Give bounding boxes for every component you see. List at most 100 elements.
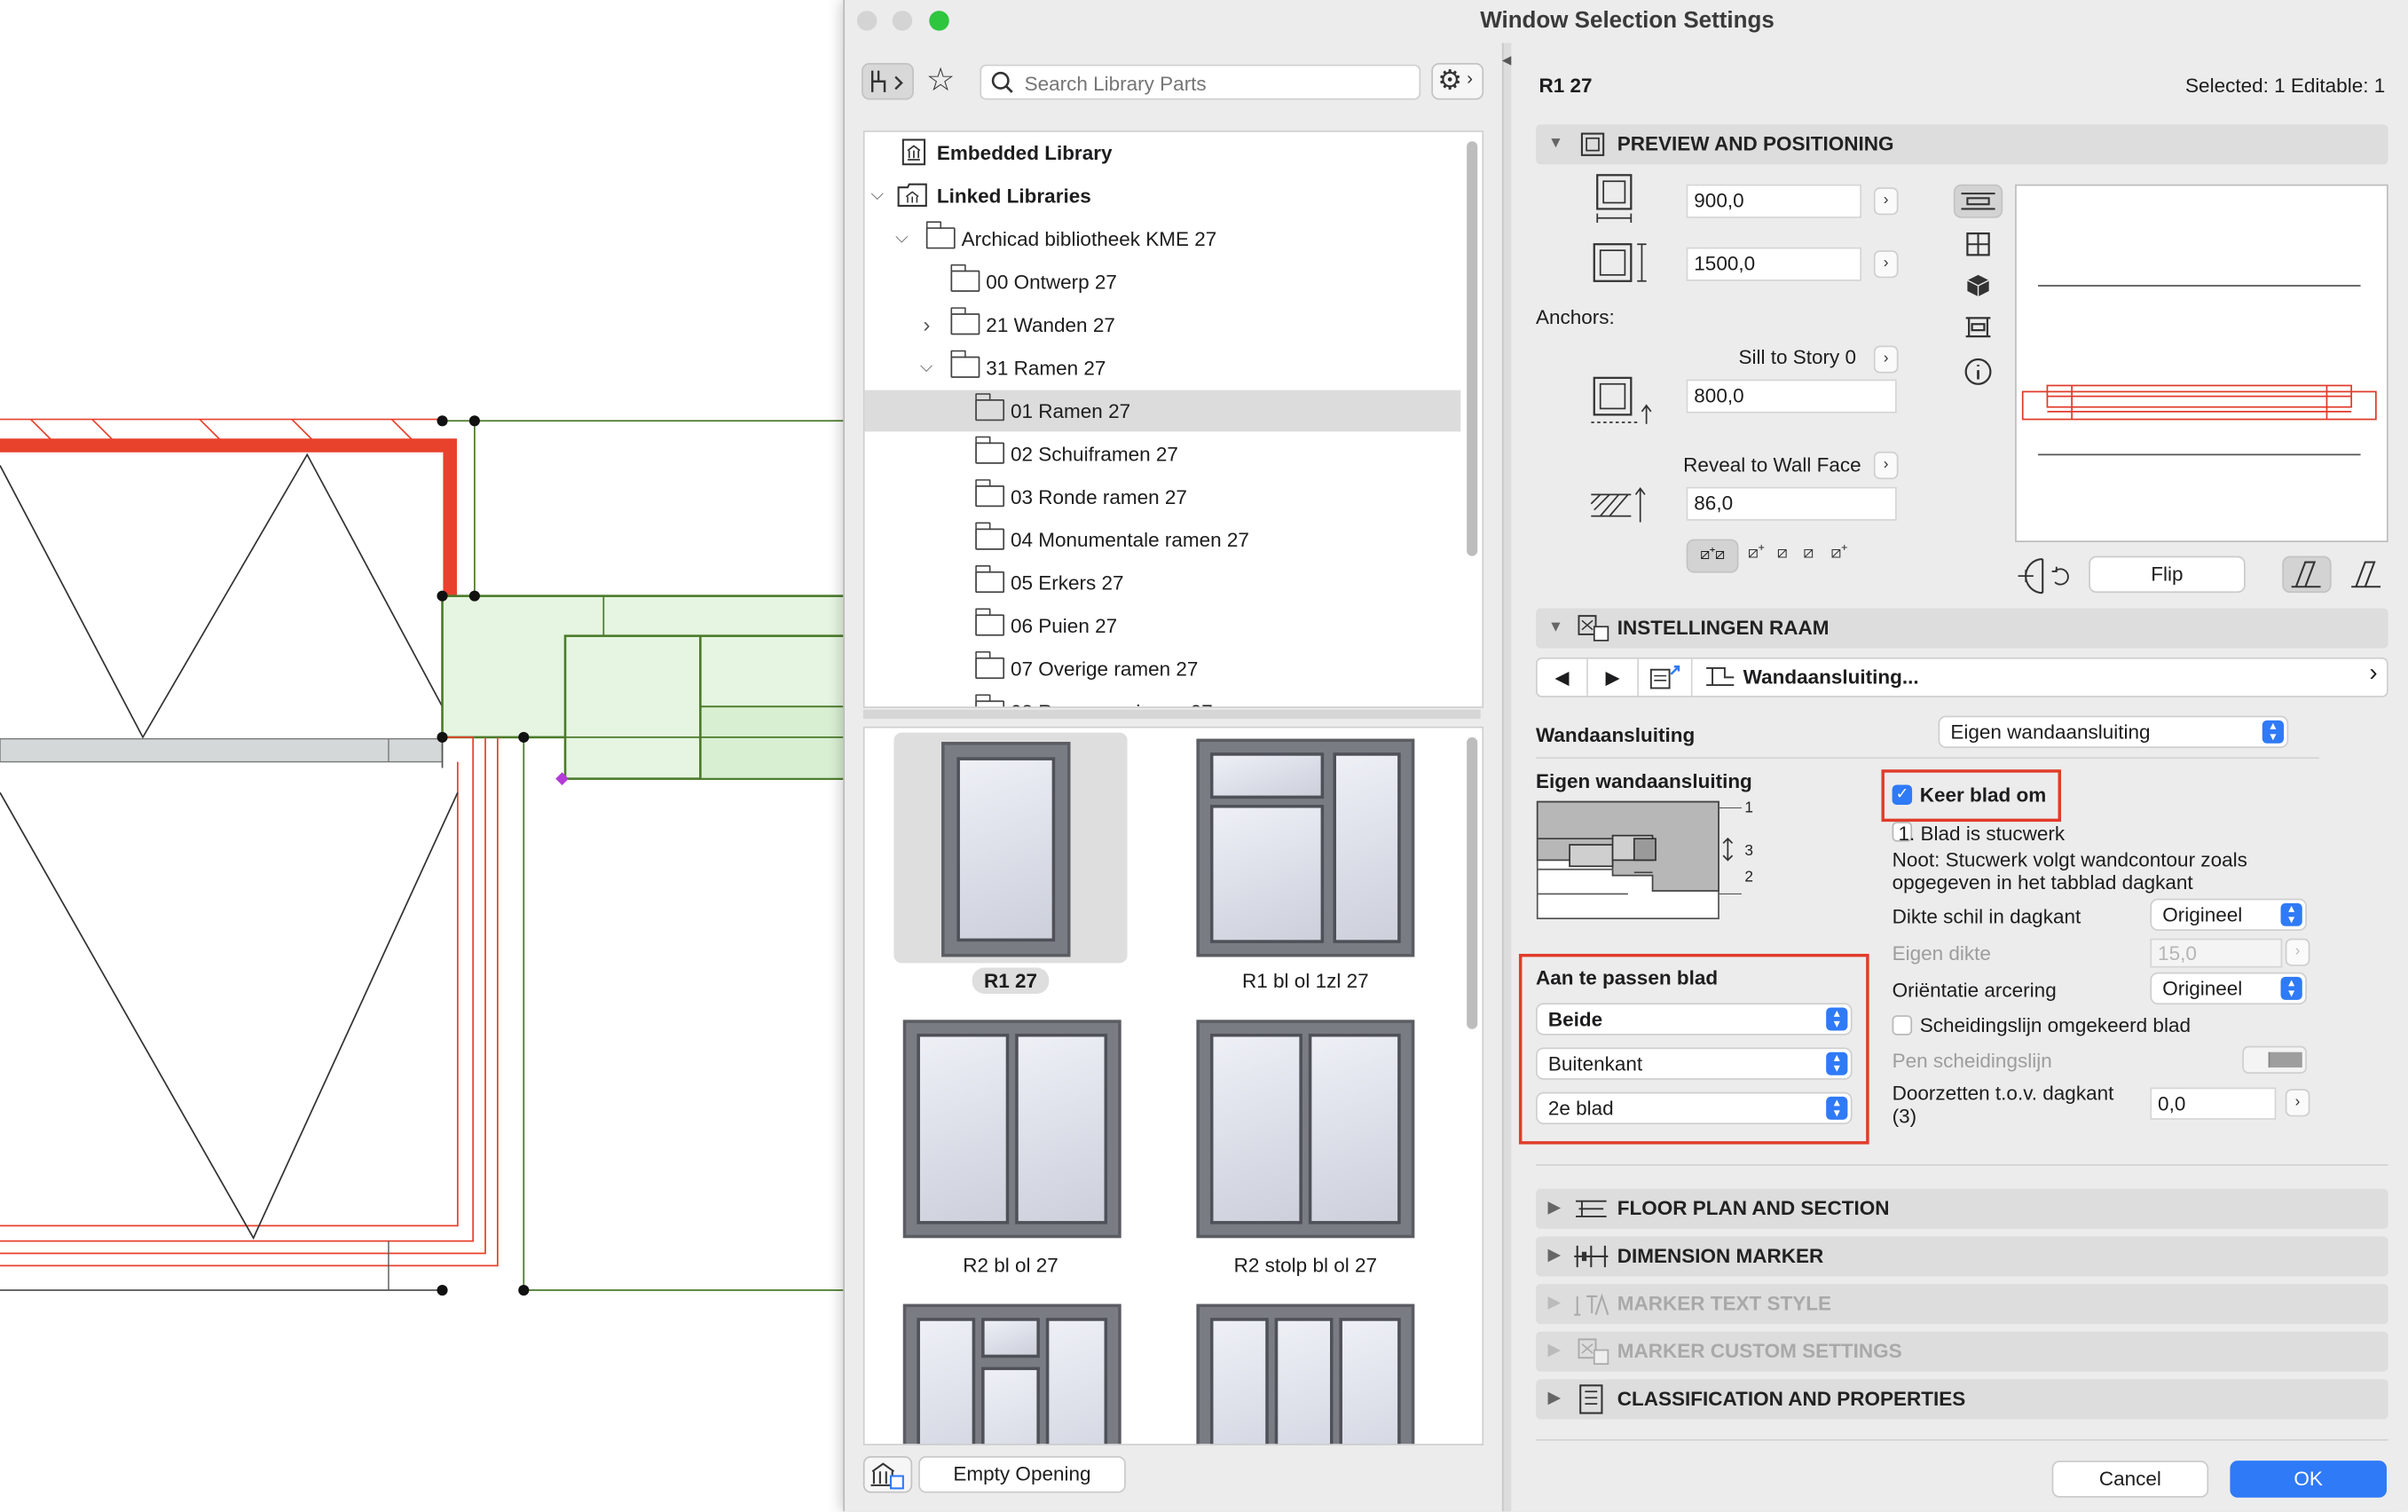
eigen-dikte-input[interactable]: 15,0 [2150,938,2283,968]
mirror-left-icon [2291,561,2321,588]
flip-button[interactable]: Flip [2089,555,2246,594]
section-floor-plan-and-section[interactable]: ▶ FLOOR PLAN AND SECTION [1536,1188,2388,1229]
height-more-button[interactable]: › [1873,250,1899,279]
tree-item-folder[interactable]: ⌵ 31 Ramen 27 [865,347,1461,389]
mirror-left-button[interactable] [2282,555,2332,594]
zoom-window-button[interactable] [929,11,949,31]
library-part-tile-selected[interactable] [893,732,1128,964]
section-marker-custom-settings[interactable]: ▶ MARKER CUSTOM SETTINGS [1536,1331,2388,1372]
scheidingslijn-checkbox[interactable] [1892,1015,1913,1036]
tree-item-archicad-library[interactable]: ⌵ Archicad bibliotheek KME 27 [865,218,1461,260]
chevron-down-icon[interactable]: ⌵ [919,358,933,377]
section-instellingen-raam[interactable]: ▼ INSTELLINGEN RAAM [1536,608,2388,649]
section-title: INSTELLINGEN RAAM [1617,616,1830,640]
sill-label: Sill to Story 0 [1738,345,1857,369]
mirror-right-icon[interactable] [2344,557,2390,591]
doorzetten-more-button[interactable]: › [2285,1089,2310,1117]
width-more-button[interactable]: › [1873,187,1899,216]
tree-item-folder[interactable]: 00 Ontwerp 27 [865,261,1461,303]
width-input[interactable]: 900,0 [1686,184,1861,218]
pane-divider[interactable] [862,709,1481,720]
buitenkant-select[interactable]: Buitenkant ▴▾ [1536,1047,1853,1080]
section-dimension-marker[interactable]: ▶ DIMENSION MARKER [1536,1236,2388,1277]
library-view-toggle-button[interactable] [862,62,914,100]
library-part-tile[interactable] [1189,1303,1422,1445]
beide-select[interactable]: Beide ▴▾ [1536,1003,1853,1036]
info-icon[interactable] [1964,358,1992,385]
blad-stucwerk-checkbox[interactable] [1892,822,1913,842]
window-preview-canvas[interactable] [2015,184,2388,543]
select-value: Buitenkant [1547,1051,1643,1075]
tree-item-folder[interactable]: 03 Ronde ramen 27 [865,476,1461,518]
library-part-tile[interactable] [1189,1020,1422,1250]
tree-item-linked-libraries[interactable]: ⌵ Linked Libraries [865,175,1461,217]
flip-side-icon[interactable] [2015,553,2080,599]
plan-view-button[interactable] [1953,184,2003,218]
tree-item-folder[interactable]: 05 Erkers 27 [865,563,1461,604]
ok-button[interactable]: OK [2230,1461,2387,1498]
next-page-button[interactable]: ▶ [1588,658,1639,697]
floor-plan-canvas[interactable] [0,0,861,1511]
keer-blad-om-checkbox[interactable]: ✓ [1892,784,1913,806]
dikte-schil-select[interactable]: Origineel ▴▾ [2150,898,2307,931]
tree-item-folder[interactable]: 06 Puien 27 [865,605,1461,647]
doorzetten-input[interactable]: 0,0 [2150,1087,2277,1120]
elevation-view-icon[interactable] [1966,232,1991,256]
minimize-window-button[interactable] [892,11,913,31]
tree-item-embedded-library[interactable]: Embedded Library [865,132,1461,174]
blad-select[interactable]: 2e blad ▴▾ [1536,1091,1853,1125]
collapse-arrow-icon[interactable]: ◀ [1501,51,1513,68]
anchor-mode-icon[interactable]: ⧄ [1776,543,1788,563]
sill-more-button[interactable]: › [1873,345,1899,374]
height-input[interactable]: 1500,0 [1686,247,1861,281]
tree-item-folder-selected[interactable]: 01 Ramen 27 [864,390,1461,432]
library-part-tile[interactable] [1189,733,1422,964]
favorites-star-icon[interactable]: ☆ [925,62,956,98]
chevron-down-icon[interactable]: ⌵ [870,185,884,205]
library-part-tile[interactable] [893,1303,1127,1445]
library-part-tile[interactable] [893,1020,1127,1250]
previous-page-button[interactable]: ◀ [1538,658,1588,697]
section-view-icon[interactable] [1963,315,1994,340]
empty-opening-button[interactable]: Empty Opening [918,1455,1126,1493]
library-search-box[interactable] [980,64,1421,100]
tree-item-folder[interactable]: 07 Overige ramen 27 [865,648,1461,689]
reveal-more-button[interactable]: › [1873,451,1899,480]
select-value: Eigen wandaansluiting [1950,720,2151,744]
glass-pane [981,1366,1040,1445]
close-window-button[interactable] [856,11,877,31]
tree-scrollbar[interactable] [1467,141,1478,556]
pen-color-picker[interactable] [2242,1045,2307,1074]
anchor-mode-button-active[interactable]: ⧄⁺⧄ [1686,539,1739,573]
reveal-input[interactable]: 86,0 [1686,486,1897,521]
library-settings-button[interactable]: ⚙ › [1431,62,1484,100]
divider [1536,1438,2388,1441]
section-classification-and-properties[interactable]: ▶ CLASSIFICATION AND PROPERTIES [1536,1379,2388,1420]
page-list-button[interactable] [1639,658,1693,697]
orientatie-select[interactable]: Origineel ▴▾ [2150,972,2307,1005]
section-marker-text-style[interactable]: ▶ MARKER TEXT STYLE [1536,1284,2388,1325]
3d-view-icon[interactable] [1966,273,1991,298]
tree-item-folder[interactable]: › 21 Wanden 27 [865,304,1461,346]
library-parts-grid[interactable]: R1 27 R1 bl ol 1zl 27 R2 bl ol 27 [862,726,1484,1445]
library-search-input[interactable] [1021,67,1412,98]
library-tree[interactable]: Embedded Library ⌵ Linked Libraries ⌵ Ar… [862,130,1484,708]
anchor-mode-icon[interactable]: ⧄⁺ [1747,543,1765,563]
tree-item-folder[interactable]: 02 Schuiframen 27 [865,433,1461,475]
cancel-button[interactable]: Cancel [2051,1461,2209,1498]
tree-item-folder[interactable]: 08 Raamopeningen 27 [865,691,1461,707]
chevron-down-icon[interactable]: ⌵ [895,228,909,248]
folder-icon [975,479,1005,508]
sill-input[interactable]: 800,0 [1686,379,1897,413]
chevron-right-icon[interactable]: › [923,311,931,337]
eigen-dikte-more-button[interactable]: › [2285,938,2310,966]
wandaansluiting-select[interactable]: Eigen wandaansluiting ▴▾ [1938,715,2289,748]
grid-scrollbar[interactable] [1467,736,1478,1029]
anchor-mode-icon[interactable]: ⧄ [1803,543,1814,563]
tree-item-folder[interactable]: 04 Monumentale ramen 27 [865,519,1461,561]
library-manager-button[interactable] [862,1455,913,1493]
section-preview-and-positioning[interactable]: ▼ PREVIEW AND POSITIONING [1536,124,2388,165]
page-selector[interactable]: Wandaansluiting... › [1691,659,2387,697]
anchor-mode-icon[interactable]: ⧄⁺ [1830,543,1847,563]
tree-label: 05 Erkers 27 [1010,571,1124,595]
